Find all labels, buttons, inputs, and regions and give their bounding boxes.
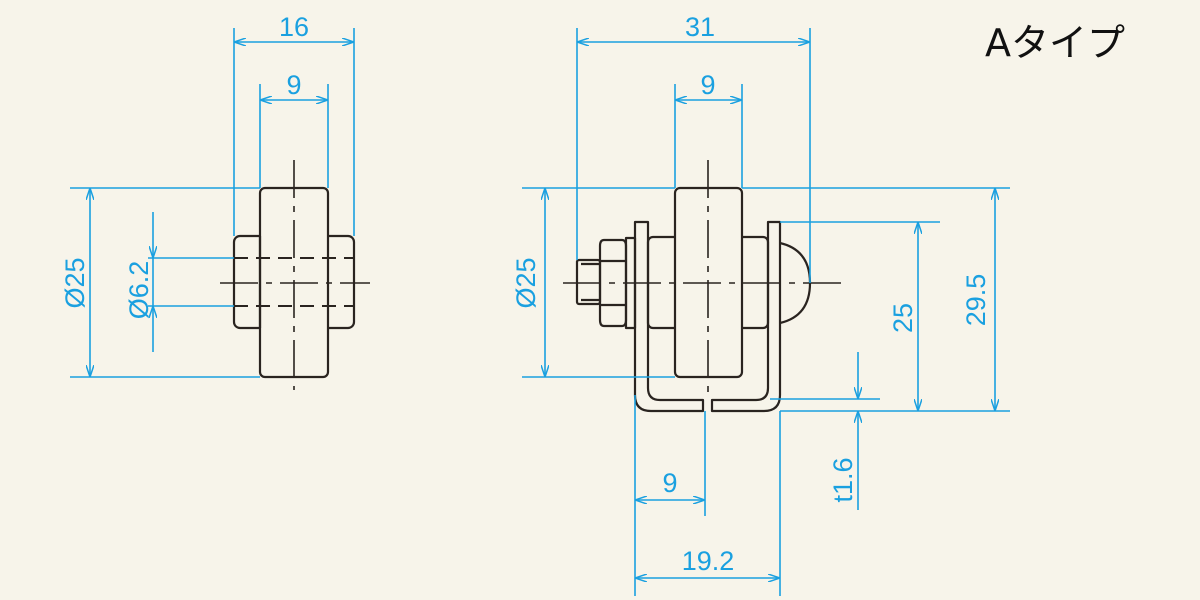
dim-center-offset: 9 xyxy=(662,468,677,498)
dim-bracket-width: 19.2 xyxy=(682,546,735,576)
side-view: 16 9 Ø25 Ø6.2 xyxy=(60,12,370,390)
dim-wheel-width: 9 xyxy=(700,70,715,100)
dim-overall-height: 29.5 xyxy=(961,274,991,327)
hex-nut xyxy=(598,238,628,328)
dim-width-16: 16 xyxy=(279,12,309,42)
bolt-end xyxy=(575,258,602,306)
dim-wheel-diameter: Ø25 xyxy=(511,257,541,308)
bracket-right xyxy=(710,220,782,413)
dim-wheel-width: 9 xyxy=(286,70,301,100)
bracket-left xyxy=(633,220,705,413)
dim-plate-thickness: t1.6 xyxy=(828,457,858,502)
dim-overall-width: 31 xyxy=(685,12,715,42)
type-title: Aタイプ xyxy=(985,21,1125,65)
dim-bore-diameter: Ø6.2 xyxy=(124,261,154,320)
dim-wheel-diameter: Ø25 xyxy=(60,257,90,308)
bracket-view: 31 9 Ø25 29.5 25 t1.6 xyxy=(511,12,1010,596)
dim-bracket-height: 25 xyxy=(888,303,918,333)
